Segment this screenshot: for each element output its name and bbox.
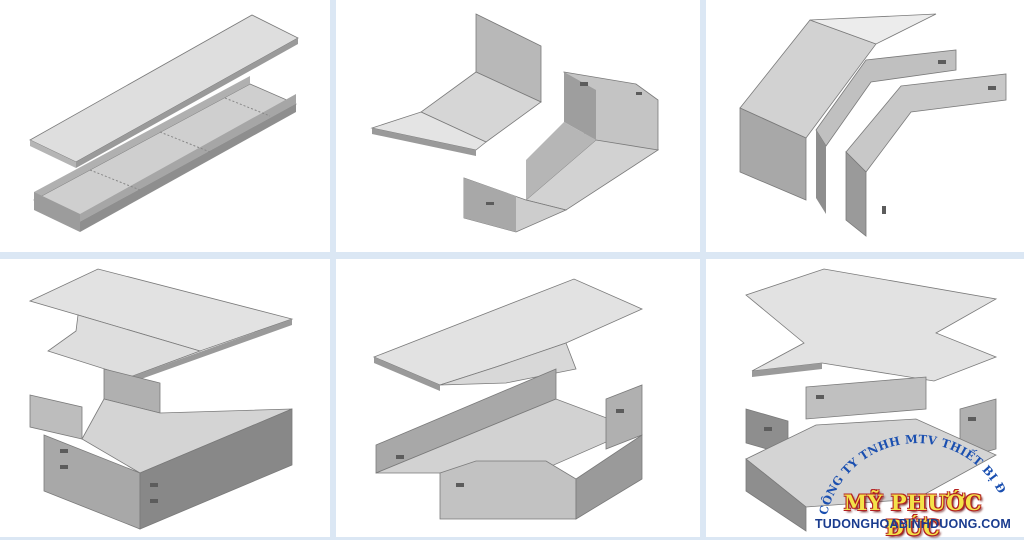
horizontal-elbow-cable-tray-illustration: [28, 268, 294, 530]
tee-cable-tray-illustration: [372, 278, 643, 520]
double-bend-cable-tray-panel: [706, 0, 1024, 252]
vertical-elbow-cable-tray-panel: [336, 0, 700, 252]
horizontal-elbow-cable-tray-panel: [0, 259, 330, 537]
straight-cable-tray-illustration: [29, 14, 299, 232]
cross-cable-tray-panel: [706, 259, 1024, 537]
double-bend-cable-tray-illustration: [739, 13, 1007, 237]
vertical-elbow-cable-tray-illustration: [370, 13, 660, 233]
tee-cable-tray-panel: [336, 259, 700, 537]
straight-cable-tray-panel: [0, 0, 330, 252]
cross-cable-tray-illustration: [745, 268, 998, 532]
watermark-brand: MỸ PHƯỚC ĐỨC: [843, 490, 983, 540]
watermark-url: TUDONGHOABINHDUONG.COM: [814, 517, 1012, 531]
